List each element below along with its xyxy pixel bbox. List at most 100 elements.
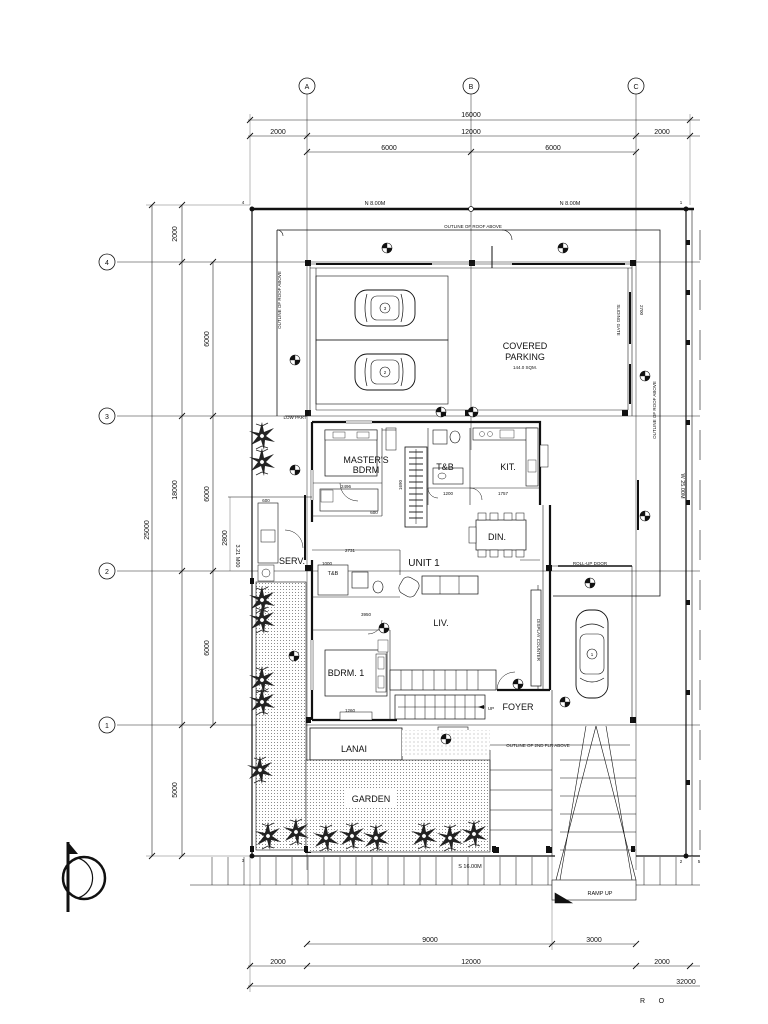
boundary-west-side: 3.21 M00 bbox=[234, 545, 240, 568]
grid-bubble-4: 4 bbox=[98, 253, 116, 271]
dim-2731: 2731 bbox=[345, 548, 356, 553]
bottom-dimension-lines bbox=[246, 856, 700, 992]
boundary-north-right: N 8.00M bbox=[560, 201, 581, 207]
room-foyer: FOYER bbox=[502, 702, 534, 712]
dim-top-seg-1: 2000 bbox=[270, 129, 286, 136]
bedroom1-furniture bbox=[324, 639, 389, 721]
tb2-fixtures bbox=[317, 564, 420, 598]
tb-fixtures bbox=[432, 429, 464, 485]
dim-left-2800: 2800 bbox=[222, 530, 229, 546]
grid-bubble-b: B bbox=[462, 77, 480, 95]
note-rollup-door: ROLL-UP DOOR bbox=[573, 561, 608, 566]
perimeter-posts bbox=[250, 240, 690, 852]
dim-top-seg-3: 2000 bbox=[654, 129, 670, 136]
living-furniture bbox=[421, 575, 479, 595]
dim-bottom-seg-1: 2000 bbox=[270, 959, 286, 966]
masters-bedroom-furniture bbox=[319, 427, 397, 512]
room-serv: SERV. bbox=[279, 556, 305, 566]
dim-1000: 1000 bbox=[322, 561, 333, 566]
room-garden: GARDEN bbox=[352, 794, 391, 804]
car-number-1: 1 bbox=[591, 652, 594, 657]
corner-label-2: 2 bbox=[680, 859, 683, 864]
room-kit: KIT. bbox=[500, 462, 516, 472]
svg-text:A: A bbox=[305, 84, 310, 91]
room-tb: T&B bbox=[436, 462, 454, 472]
room-masters-bdrm: MASTER'S bbox=[343, 455, 388, 465]
corner-label-1: 1 bbox=[680, 200, 683, 205]
grid-bubble-a: A bbox=[298, 77, 316, 95]
grid-bubble-c: C bbox=[627, 77, 645, 95]
room-tb-2: T&B bbox=[328, 571, 339, 577]
dim-1690: 1690 bbox=[398, 479, 403, 490]
lanai bbox=[309, 727, 490, 761]
dim-1757: 1757 bbox=[498, 491, 509, 496]
dim-top-overall: 16000 bbox=[461, 112, 481, 119]
unit-walls bbox=[304, 420, 639, 722]
top-dimension-lines bbox=[246, 114, 700, 205]
corner-label-4: 4 bbox=[242, 200, 245, 205]
ramp bbox=[551, 725, 637, 904]
grid-lines bbox=[117, 94, 700, 870]
room-covered-parking: COVERED bbox=[503, 341, 548, 351]
note-low-part: LOW PART bbox=[283, 415, 306, 420]
display-counter bbox=[530, 589, 542, 687]
car-number-3: 3 bbox=[384, 306, 387, 311]
roof-outline bbox=[276, 229, 661, 597]
grid-bubble-1: 1 bbox=[98, 716, 116, 734]
kitchen-counter bbox=[472, 427, 549, 487]
dim-serv-600: 600 bbox=[262, 498, 270, 503]
parking-walls bbox=[309, 246, 633, 416]
dim-top-inner-1: 6000 bbox=[381, 145, 397, 152]
dim-600: 600 bbox=[370, 510, 378, 515]
dim-top-seg-2: 12000 bbox=[461, 129, 481, 136]
dim-3950: 3950 bbox=[361, 612, 372, 617]
note-roof-outline-left: OUTLINE OF ROOF ABOVE bbox=[277, 271, 282, 329]
corner-label-5: 5 bbox=[698, 859, 701, 864]
room-bdrm1: BDRM. 1 bbox=[328, 668, 365, 678]
dim-2496: 2496 bbox=[341, 484, 352, 489]
svg-text:2: 2 bbox=[105, 569, 109, 576]
dim-bottom-overall: 32000 bbox=[676, 979, 696, 986]
front-steps bbox=[489, 690, 553, 856]
note-display-counter: DISPLAY COUNTER bbox=[536, 619, 541, 662]
north-arrow-icon bbox=[61, 842, 107, 912]
note-second-flr-outline: OUTLINE OF 2ND FLR ABOVE bbox=[506, 743, 570, 748]
note-roof-outline-right: OUTLINE OF ROOF ABOVE bbox=[652, 381, 657, 439]
room-lanai: LANAI bbox=[341, 744, 367, 754]
room-unit: UNIT 1 bbox=[408, 558, 440, 569]
dim-left-seg-4: 6000 bbox=[204, 640, 211, 656]
room-liv: LIV. bbox=[433, 618, 448, 628]
dim-left-seg-2: 6000 bbox=[204, 331, 211, 347]
dim-top-inner-2: 6000 bbox=[545, 145, 561, 152]
door-swings bbox=[284, 482, 516, 691]
dim-gate-2700: 2700 bbox=[639, 305, 644, 316]
room-din: DIN. bbox=[488, 532, 506, 542]
dim-1260: 1260 bbox=[345, 708, 356, 713]
car-number-2: 2 bbox=[384, 370, 387, 375]
room-covered-parking-area: 144.0 SQM. bbox=[513, 365, 537, 370]
dim-left-seg-3: 6000 bbox=[204, 486, 211, 502]
stairs bbox=[389, 669, 497, 720]
dim-bottom-inner-1: 9000 bbox=[422, 937, 438, 944]
boundary-north-left: N 8.00M bbox=[365, 201, 386, 207]
property-boundary bbox=[190, 206, 701, 886]
dim-left-overall: 25000 bbox=[144, 520, 151, 540]
boundary-south: S 16.00M bbox=[458, 864, 482, 870]
garden bbox=[255, 581, 491, 853]
grid-bubble-3: 3 bbox=[98, 407, 116, 425]
dim-1200-a: 1200 bbox=[443, 491, 454, 496]
dining-set bbox=[468, 512, 527, 558]
grid-bubble-2: 2 bbox=[98, 562, 116, 580]
dim-bottom-seg-2: 12000 bbox=[461, 959, 481, 966]
note-sliding-gate: SLIDING GATE bbox=[616, 304, 621, 335]
room-masters-bdrm-2: BDRM bbox=[353, 465, 380, 475]
dim-bottom-inner-2: 3000 bbox=[586, 937, 602, 944]
dim-left-seg-1: 2000 bbox=[172, 226, 179, 242]
dim-left-seg-5: 5000 bbox=[172, 782, 179, 798]
service-area bbox=[228, 496, 312, 582]
note-up: UP bbox=[488, 706, 494, 711]
note-roof-outline-top: OUTLINE OF ROOF ABOVE bbox=[444, 224, 502, 229]
corner-label-3: 3 bbox=[242, 858, 245, 863]
room-covered-parking-2: PARKING bbox=[505, 352, 545, 362]
closet-wardrobe bbox=[404, 446, 428, 528]
